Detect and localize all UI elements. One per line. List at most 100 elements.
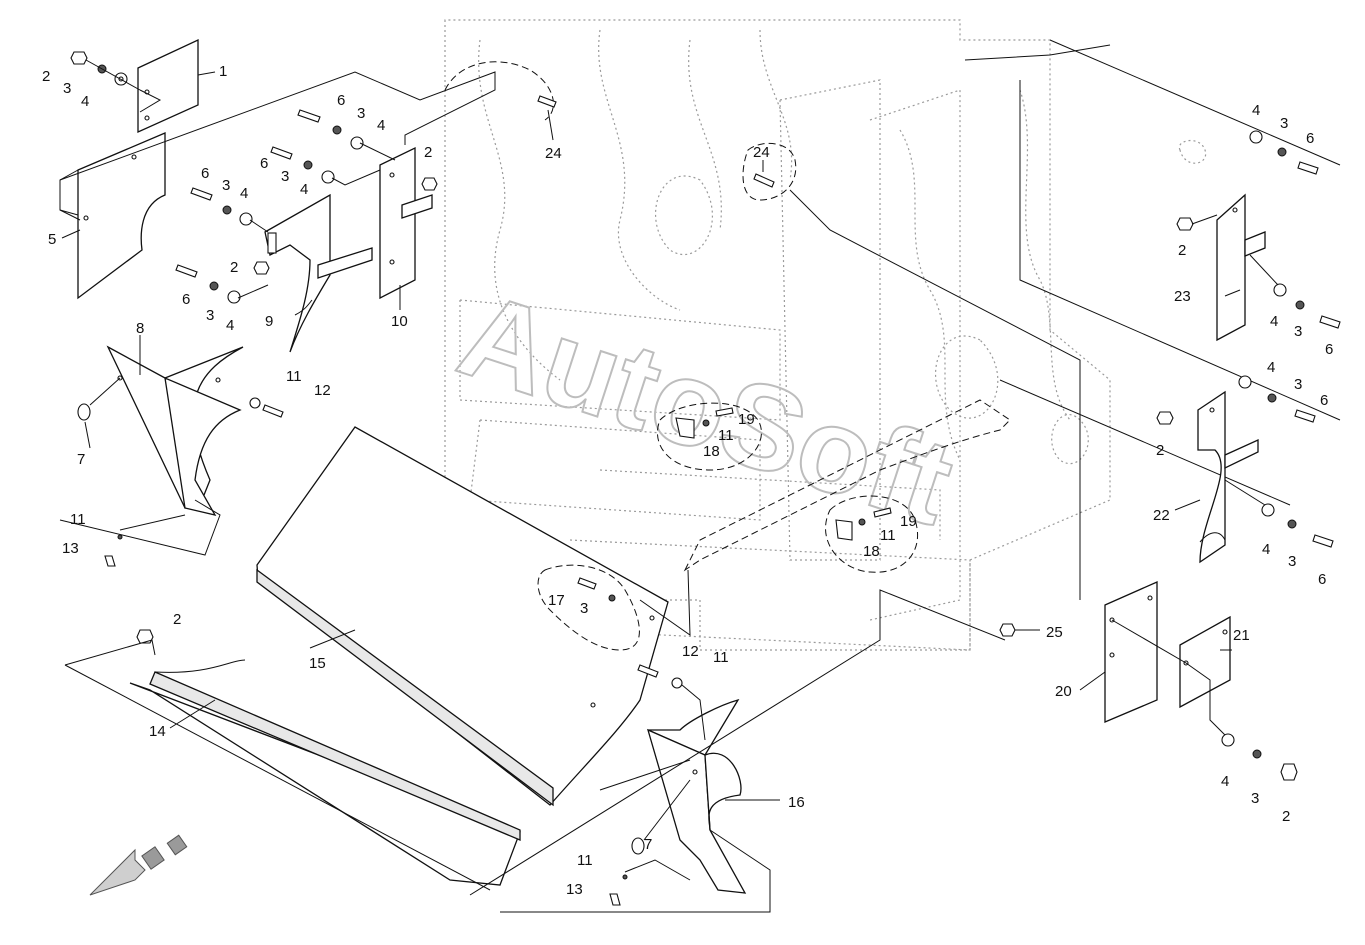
bolt-17-group	[537, 564, 640, 651]
bolt-group-c	[190, 187, 269, 233]
callout-2: 2	[424, 144, 432, 161]
callout-4: 4	[226, 317, 234, 334]
hardware-right-4	[1224, 479, 1334, 548]
callout-13: 13	[62, 540, 79, 557]
callout-19: 19	[738, 411, 755, 428]
callout-4: 4	[240, 185, 248, 202]
callout-3: 3	[357, 105, 365, 122]
callout-11: 11	[713, 649, 729, 666]
callout-3: 3	[1251, 790, 1259, 807]
callout-16: 16	[788, 794, 805, 811]
bolt-group-b	[270, 146, 381, 186]
callout-4: 4	[81, 93, 89, 110]
callout-3: 3	[63, 80, 71, 97]
part-20-plate	[1104, 581, 1158, 723]
hardware-11-13-left	[104, 514, 186, 567]
callout-13: 13	[566, 881, 583, 898]
callout-12: 12	[314, 382, 331, 399]
callout-2: 2	[42, 68, 50, 85]
right-frame-outline	[964, 39, 1341, 506]
part-1-plate	[137, 38, 199, 134]
callout-4: 4	[1252, 102, 1260, 119]
part-7-bolt-right	[631, 779, 691, 855]
callout-9: 9	[265, 313, 273, 330]
callout-11: 11	[70, 511, 86, 528]
callout-labels: 1 2 3 4 5 6 3 4 6 3 4 6 3 4 2 6 3 4 9 2 …	[42, 63, 1333, 898]
callout-3: 3	[1288, 553, 1296, 570]
part-23-bracket	[1176, 193, 1266, 342]
callout-3: 3	[1294, 323, 1302, 340]
nut-25	[999, 623, 1016, 637]
leader-group-left-2	[59, 209, 81, 221]
callout-20: 20	[1055, 683, 1072, 700]
callout-4: 4	[1267, 359, 1275, 376]
bolt-24-left	[444, 61, 557, 121]
callout-6: 6	[1306, 130, 1314, 147]
callout-3: 3	[1294, 376, 1302, 393]
callout-6: 6	[1320, 392, 1328, 409]
hardware-11-13-right	[609, 859, 691, 906]
callout-4: 4	[377, 117, 385, 134]
callout-22: 22	[1153, 507, 1170, 524]
callout-6: 6	[182, 291, 190, 308]
callout-6: 6	[1325, 341, 1333, 358]
callout-4: 4	[1221, 773, 1229, 790]
callout-1: 1	[219, 63, 227, 80]
callout-24: 24	[545, 145, 562, 162]
hardware-right-5	[1221, 733, 1298, 781]
bolt-24-right	[742, 142, 1081, 600]
leader-frame-25	[469, 589, 1006, 896]
hardware-right-1	[1249, 130, 1319, 175]
part-5-plate	[59, 132, 166, 300]
hardware-11-12-left	[249, 397, 284, 418]
clamp-18-group-b	[825, 495, 919, 573]
callout-11: 11	[577, 852, 593, 869]
hardware-right-3	[1238, 375, 1316, 423]
hardware-top-left	[70, 51, 141, 91]
callout-6: 6	[201, 165, 209, 182]
callout-2: 2	[1156, 442, 1164, 459]
part-8-corner-bracket	[59, 345, 244, 556]
callout-7: 7	[77, 451, 85, 468]
callout-21: 21	[1233, 627, 1250, 644]
callout-2: 2	[173, 611, 181, 628]
cross-member-outline	[639, 399, 1011, 636]
bolt-group-d	[175, 264, 269, 304]
callout-25: 25	[1046, 624, 1063, 641]
part-10-bracket	[379, 146, 433, 300]
callout-11: 11	[880, 527, 896, 544]
part-21-plate	[1111, 615, 1231, 736]
bolt-group-a	[297, 109, 396, 161]
callout-3: 3	[1280, 115, 1288, 132]
callout-6: 6	[337, 92, 345, 109]
callout-4: 4	[1270, 313, 1278, 330]
callout-14: 14	[149, 723, 166, 740]
callout-4: 4	[1262, 541, 1270, 558]
part-14-lower-panel	[64, 629, 521, 891]
callout-6: 6	[260, 155, 268, 172]
label-leaders	[61, 71, 1241, 801]
clamp-18-group-a	[657, 402, 762, 471]
part-7-bolt-left	[77, 377, 121, 421]
leader-group-left	[59, 71, 496, 181]
callout-15: 15	[309, 655, 326, 672]
hardware-right-2	[1249, 254, 1341, 329]
callout-4: 4	[300, 181, 308, 198]
part-22-bracket	[1156, 390, 1259, 564]
callout-2: 2	[230, 259, 238, 276]
callout-18: 18	[703, 443, 720, 460]
callout-19: 19	[900, 513, 917, 530]
callout-11: 11	[718, 427, 734, 444]
callout-10: 10	[391, 313, 408, 330]
callout-2: 2	[1178, 242, 1186, 259]
callout-3: 3	[206, 307, 214, 324]
callout-12: 12	[682, 643, 699, 660]
hardware-11-12-right	[637, 664, 706, 741]
callout-6: 6	[1318, 571, 1326, 588]
callout-3: 3	[222, 177, 230, 194]
callout-2: 2	[1282, 808, 1290, 825]
callout-5: 5	[48, 231, 56, 248]
part-16-corner-bracket	[500, 698, 771, 913]
callout-11: 11	[286, 368, 302, 385]
